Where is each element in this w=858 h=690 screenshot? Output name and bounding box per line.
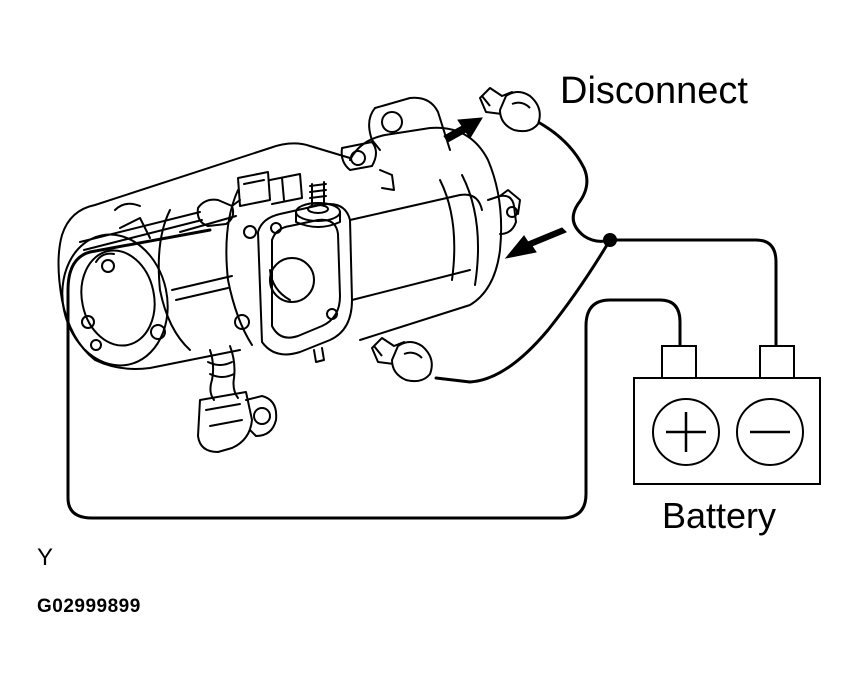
lead-wire-upper [536, 120, 612, 243]
lead-wire-lower [434, 238, 612, 384]
wire-junction [603, 233, 617, 247]
starter-motor-icon [57, 96, 521, 453]
figure-code-label: G02999899 [37, 596, 141, 617]
plug-connector-icon [371, 337, 433, 383]
ground-wire [66, 228, 682, 520]
plug-connector-icon [479, 87, 541, 133]
disconnect-label: Disconnect [560, 70, 748, 112]
arrow-icon [504, 227, 567, 259]
view-letter-label: Y [37, 544, 54, 571]
arrow-icon [443, 117, 483, 143]
battery-icon [633, 345, 821, 485]
battery-label: Battery [662, 495, 777, 536]
negative-wire [608, 238, 778, 348]
